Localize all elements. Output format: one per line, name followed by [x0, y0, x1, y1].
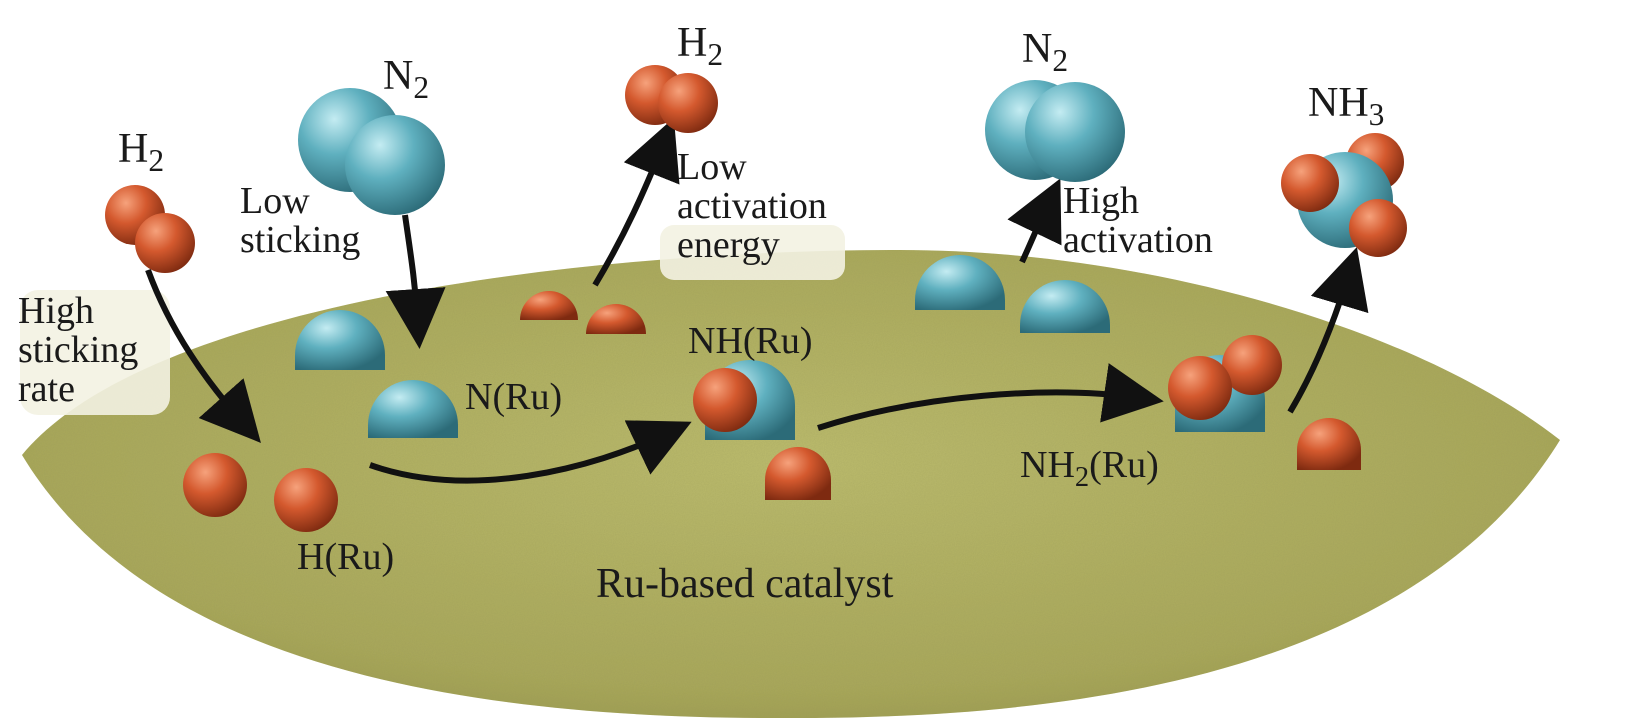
formula-n2-right: N2	[1022, 26, 1069, 79]
n2-molecule-left	[298, 88, 445, 215]
adsorbed-nh-ru	[693, 360, 795, 440]
label-nh2-ru: NH2(Ru)	[1020, 444, 1159, 493]
arrow-h-to-nh	[369, 420, 692, 484]
adsorbed-n-pair-right	[915, 255, 1110, 333]
formula-h2-top: H2	[677, 20, 724, 73]
n2-molecule-right	[985, 80, 1125, 182]
h2-molecule-left	[105, 185, 195, 273]
label-n-ru: N(Ru)	[465, 376, 563, 418]
adsorbed-nh2-ru	[1168, 335, 1282, 432]
adsorbed-h-atom-right	[1297, 418, 1361, 470]
nh3-molecule	[1281, 133, 1407, 257]
label-backdrop-top	[660, 225, 845, 280]
formula-nh3: NH3	[1308, 80, 1385, 133]
adsorbed-n-atom	[295, 310, 385, 370]
formula-h2-left: H2	[118, 126, 165, 179]
label-nh-ru: NH(Ru)	[688, 320, 813, 362]
adsorbed-n-ru	[368, 380, 458, 438]
arrow-h2-adsorption	[145, 268, 261, 443]
annotation-high-activation: High activation	[1063, 180, 1213, 261]
label-backdrop-left	[20, 290, 170, 415]
arrow-n2-adsorption	[385, 214, 446, 349]
arrow-nh-to-nh2	[817, 363, 1164, 431]
arrow-nh3-desorption	[1287, 247, 1369, 414]
arrow-n2-desorption	[1007, 178, 1062, 264]
adsorbed-h-atom-middle	[765, 447, 831, 500]
annotation-low-sticking: Low sticking	[240, 180, 361, 261]
arrow-h2-desorption	[592, 117, 680, 287]
adsorbed-h-ru	[183, 453, 338, 532]
label-catalyst: Ru-based catalyst	[596, 561, 894, 607]
adsorbed-h-pair-top	[520, 291, 646, 334]
label-h-ru: H(Ru)	[297, 536, 395, 578]
annotation-high-sticking-rate: High sticking rate	[18, 290, 139, 410]
formula-n2-left: N2	[383, 53, 430, 106]
annotation-low-activation-energy: Low activation energy	[677, 146, 827, 266]
h2-molecule-top	[625, 65, 718, 133]
